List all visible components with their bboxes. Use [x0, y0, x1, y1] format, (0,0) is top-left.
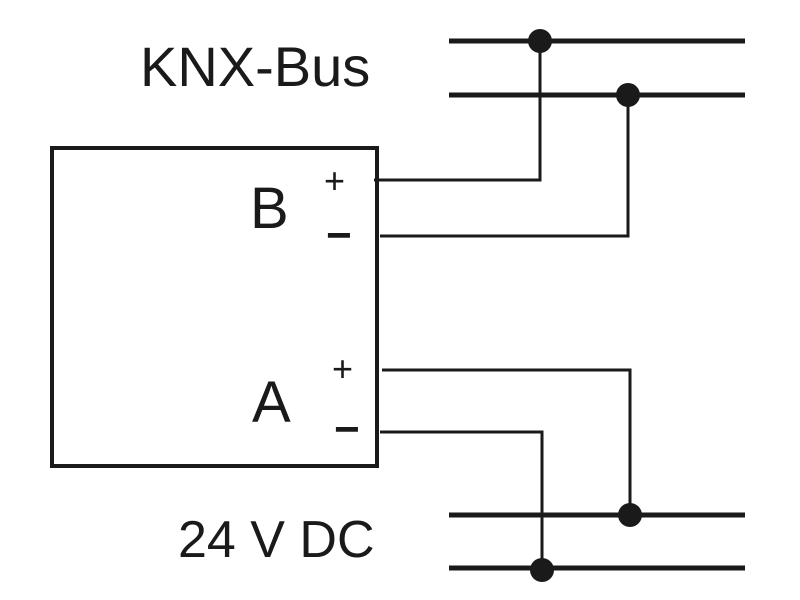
wire-b-minus [380, 95, 630, 238]
terminal-a-minus: − [334, 405, 360, 454]
terminal-b-label: B [250, 176, 289, 241]
terminal-a-plus: + [332, 348, 353, 389]
supply-label: 24 V DC [178, 511, 375, 569]
device-box [50, 146, 379, 468]
junction-dot [616, 83, 640, 107]
wire-a-plus [382, 368, 632, 515]
knx-bus-label: KNX-Bus [140, 35, 370, 98]
terminal-b-plus: + [324, 160, 345, 201]
diagram-lines [50, 38, 745, 571]
junctions [528, 29, 642, 582]
wire-b-plus [374, 41, 542, 182]
terminal-a-label: A [252, 370, 291, 435]
junction-dot [618, 503, 642, 527]
junction-dot [530, 558, 554, 582]
terminal-b-minus: − [326, 211, 352, 260]
junction-dot [528, 29, 552, 53]
wire-a-minus [380, 430, 544, 568]
